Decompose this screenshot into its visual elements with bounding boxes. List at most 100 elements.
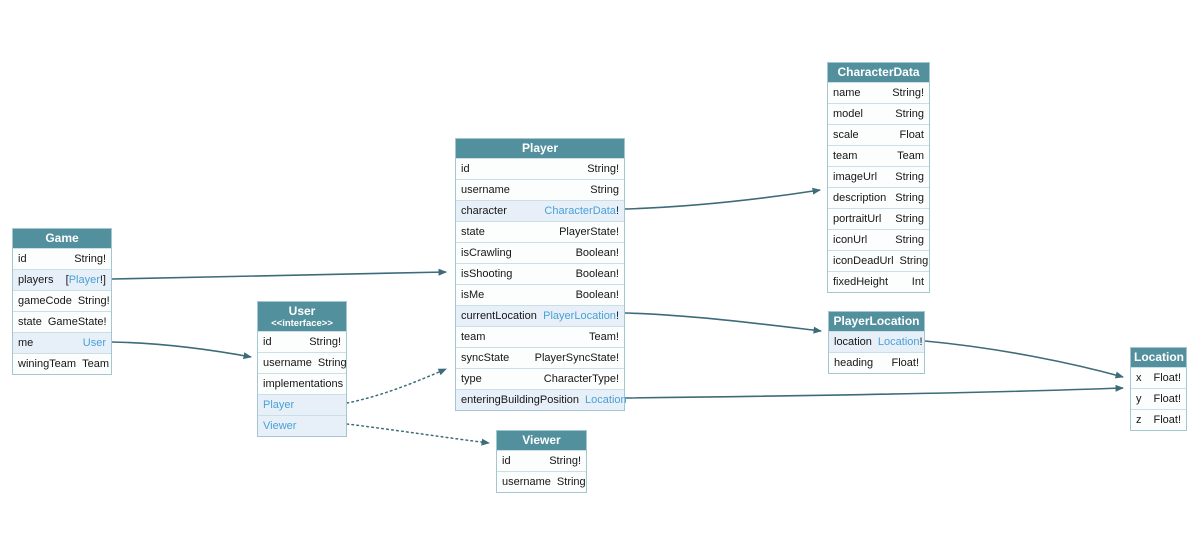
field-name: players	[18, 274, 54, 286]
field-row-game-players[interactable]: players[Player!]	[13, 269, 111, 290]
field-type: String	[895, 213, 924, 225]
edge-player-currentlocation-to-playerlocation	[624, 312, 822, 334]
type-node-title-location[interactable]: Location	[1131, 348, 1186, 367]
field-type: Team	[897, 150, 924, 162]
field-row-user-player[interactable]: Player	[258, 394, 346, 415]
field-name-link[interactable]: Player	[263, 399, 295, 411]
field-row-player-state[interactable]: state PlayerState!	[456, 221, 624, 242]
field-type: String!	[549, 455, 581, 467]
type-link-location[interactable]: Location	[585, 394, 627, 406]
edge-game-players-to-player	[111, 268, 447, 280]
field-type: String!	[309, 336, 341, 348]
type-link-player[interactable]: Player	[68, 274, 100, 286]
edge-user-viewer-to-viewer	[346, 423, 490, 446]
field-type: CharacterType!	[543, 373, 619, 385]
field-name: team	[461, 331, 486, 343]
type-link-characterdata[interactable]: CharacterData	[544, 205, 616, 217]
field-row-user-viewer[interactable]: Viewer	[258, 415, 346, 436]
field-row-characterdata-team[interactable]: team Team	[828, 145, 929, 166]
field-row-characterdata-model[interactable]: model String	[828, 103, 929, 124]
field-name-link[interactable]: Viewer	[263, 420, 297, 432]
field-type: Float!	[1153, 372, 1181, 384]
field-type: Boolean!	[575, 247, 619, 259]
type-link-playerlocation[interactable]: PlayerLocation	[543, 310, 616, 322]
field-name: username	[263, 357, 312, 369]
field-name: type	[461, 373, 482, 385]
field-row-player-type[interactable]: type CharacterType!	[456, 368, 624, 389]
field-name: portraitUrl	[833, 213, 882, 225]
field-name: team	[833, 150, 858, 162]
field-type: PlayerState!	[559, 226, 619, 238]
type-node-title-playerlocation[interactable]: PlayerLocation	[829, 312, 924, 331]
field-name: isCrawling	[461, 247, 512, 259]
field-name: description	[833, 192, 887, 204]
field-type: Int	[911, 276, 924, 288]
type-link-location[interactable]: Location	[877, 336, 920, 348]
type-node-title-game[interactable]: Game	[13, 229, 111, 248]
field-type: String	[590, 184, 619, 196]
field-type: Boolean!	[575, 268, 619, 280]
field-type: User	[83, 337, 106, 349]
field-name: gameCode	[18, 295, 72, 307]
field-type: CharacterData!	[544, 205, 619, 217]
field-row-player-iscrawling[interactable]: isCrawling Boolean!	[456, 242, 624, 263]
type-link-user[interactable]: User	[82, 337, 106, 349]
field-name: implementations	[263, 378, 344, 390]
field-row-characterdata-imageurl[interactable]: imageUrl String	[828, 166, 929, 187]
field-name: character	[461, 205, 507, 217]
field-type: String	[895, 171, 924, 183]
type-node-title-user[interactable]: User<<interface>>	[258, 302, 346, 331]
field-name: winingTeam	[18, 358, 77, 370]
type-title: PlayerLocation	[833, 314, 920, 328]
field-type: Float!	[1153, 393, 1181, 405]
field-name: imageUrl	[833, 171, 878, 183]
type-title: Player	[521, 141, 559, 155]
field-row-user-implementations[interactable]: implementations	[258, 373, 346, 394]
field-type: GameState!	[47, 316, 107, 328]
field-type: Float!	[1153, 414, 1181, 426]
edge-player-character-to-characterdata	[624, 187, 821, 210]
field-name: state	[461, 226, 485, 238]
type-node-title-player[interactable]: Player	[456, 139, 624, 158]
type-node-title-viewer[interactable]: Viewer	[497, 431, 586, 450]
field-type: String	[895, 108, 924, 120]
field-type: Team!	[589, 331, 619, 343]
field-row-player-team[interactable]: team Team!	[456, 326, 624, 347]
field-type: String	[899, 255, 929, 267]
type-node-title-characterdata[interactable]: CharacterData	[828, 63, 929, 82]
field-name: model	[833, 108, 863, 120]
field-row-characterdata-portraiturl[interactable]: portraitUrl String	[828, 208, 929, 229]
field-row-player-character[interactable]: character CharacterData!	[456, 200, 624, 221]
